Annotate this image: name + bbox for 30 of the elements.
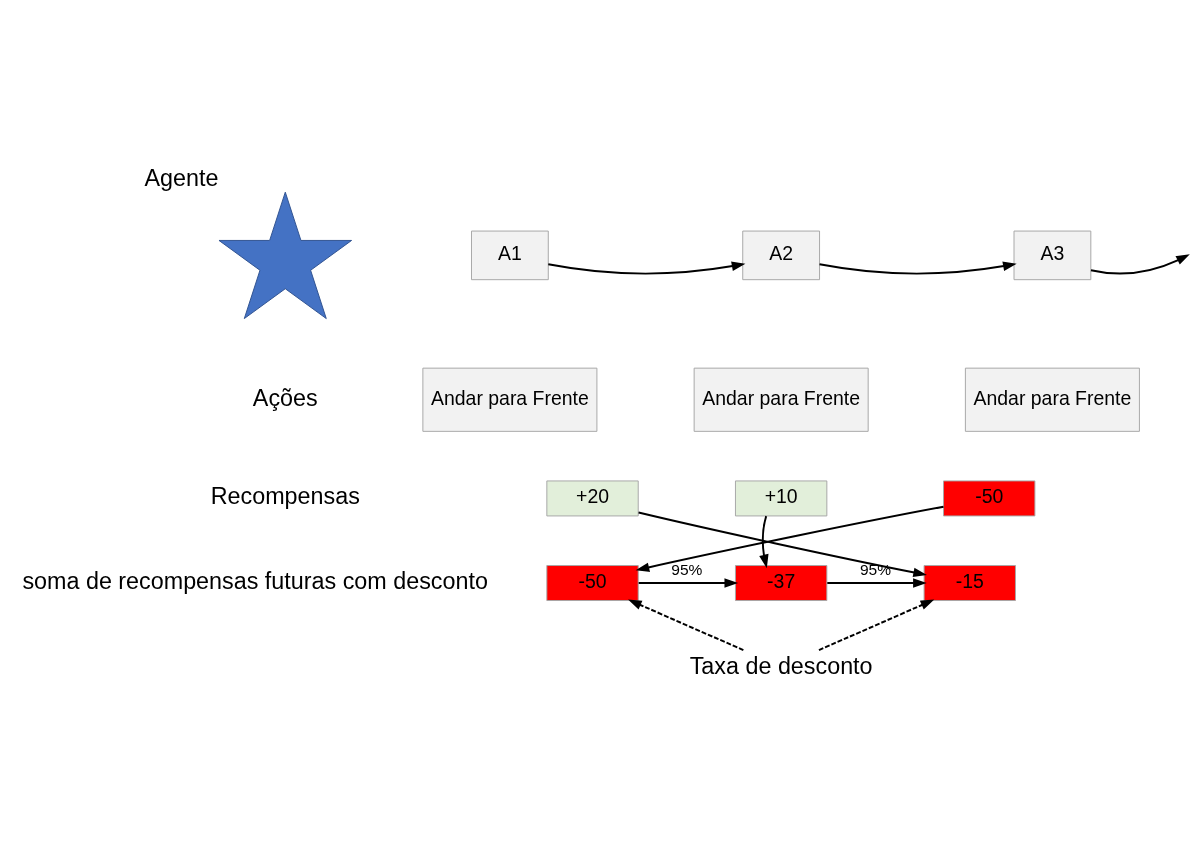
- node-text: Taxa de desconto: [689, 652, 873, 679]
- node-box: -50: [546, 565, 639, 601]
- arrow: [547, 261, 746, 275]
- arrow: [635, 505, 945, 572]
- node-box: +20: [546, 480, 639, 517]
- node-box: -37: [734, 565, 828, 601]
- node-star: [218, 191, 353, 320]
- node-box: A3: [1013, 230, 1092, 281]
- label: Recompensas: [210, 483, 360, 510]
- node-box: Andar para Frente: [964, 367, 1140, 432]
- label: Ações: [252, 384, 318, 411]
- arrow: [637, 578, 739, 588]
- arrow: [826, 578, 927, 588]
- node-box: -15: [923, 565, 1016, 601]
- edge-label: 95%: [859, 561, 892, 579]
- node-label: Agente: [144, 164, 219, 191]
- node-box: Andar para Frente: [422, 367, 598, 432]
- arrow: [1090, 254, 1190, 275]
- arrow: [637, 511, 927, 578]
- label: soma de recompensas futuras com desconto: [22, 568, 488, 595]
- arrow: [818, 599, 935, 652]
- arrow: [759, 515, 769, 569]
- node-box: -50: [943, 480, 1036, 517]
- arrow: [628, 599, 745, 652]
- node-box: Andar para Frente: [693, 367, 869, 432]
- arrow: [818, 261, 1017, 275]
- node-box: A2: [742, 230, 821, 281]
- node-box: A1: [471, 230, 549, 281]
- edge-label: 95%: [671, 561, 703, 579]
- node-box: +10: [734, 480, 828, 517]
